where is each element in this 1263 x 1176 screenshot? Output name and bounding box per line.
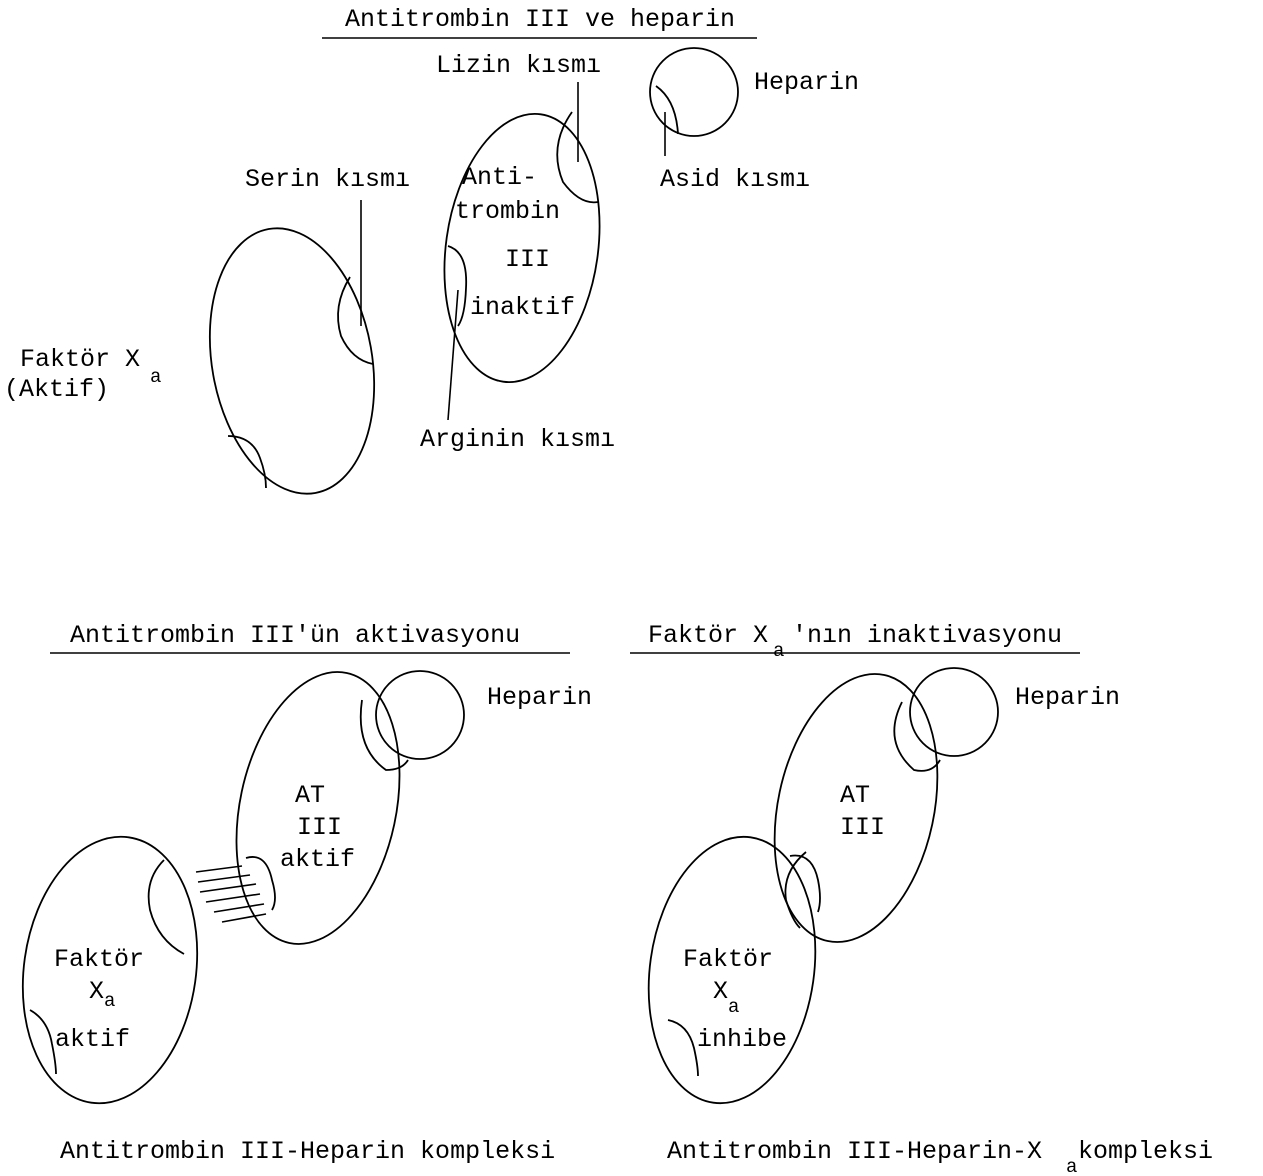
- at-left-line1: AT: [295, 781, 325, 810]
- right-title-sub: a: [773, 640, 784, 662]
- serin-site-arc: [337, 276, 374, 365]
- top-panel: Antitrombin III ve heparin Heparin Asid …: [4, 5, 859, 495]
- right-title-part1: Faktör X: [648, 621, 768, 650]
- top-panel-title: Antitrombin III ve heparin: [345, 5, 735, 34]
- arginin-label: Arginin kısmı: [420, 425, 615, 454]
- at-text-line3: III: [505, 245, 550, 274]
- faktor-xa-ellipse-right: [647, 835, 817, 1105]
- lysine-binding-arc-right: [893, 701, 941, 772]
- heparin-label-right: Heparin: [1015, 683, 1120, 712]
- serin-site-arc-right: [784, 851, 807, 929]
- at-text-line2: trombin: [455, 197, 560, 226]
- lysine-binding-arc-left: [359, 699, 409, 771]
- left-panel-title: Antitrombin III'ün aktivasyonu: [70, 621, 520, 650]
- at-right-line2: III: [840, 813, 885, 842]
- faktor-left-sub: a: [104, 990, 115, 1012]
- right-panel: Faktör X a 'nın inaktivasyonu Heparin AT…: [630, 621, 1213, 1176]
- left-caption: Antitrombin III-Heparin kompleksi: [60, 1137, 555, 1166]
- right-caption-part1: Antitrombin III-Heparin-X: [667, 1137, 1042, 1166]
- faktor-sub-top: a: [150, 366, 161, 388]
- aktif-label-top: (Aktif): [4, 375, 109, 404]
- heparin-label-left: Heparin: [487, 683, 592, 712]
- faktor-left-line3: aktif: [55, 1025, 130, 1054]
- heparin-label-top: Heparin: [754, 68, 859, 97]
- asid-label: Asid kısmı: [660, 165, 810, 194]
- interaction-hatching: [195, 865, 267, 923]
- faktor-lower-arc-left: [29, 1009, 57, 1075]
- at-ellipse-active: [235, 671, 401, 945]
- heparin-circle-right: [909, 667, 999, 757]
- at-ellipse-complex: [773, 673, 939, 943]
- faktor-left-x: X: [89, 977, 104, 1006]
- heparin-circle-left: [375, 670, 465, 760]
- at-right-line1: AT: [840, 781, 870, 810]
- at-text-line4: inaktif: [470, 293, 575, 322]
- faktor-right-x: X: [713, 977, 728, 1006]
- serin-label: Serin kısmı: [245, 165, 410, 194]
- arginin-site-arc-top: [447, 245, 468, 327]
- faktor-left-line1: Faktör: [54, 945, 144, 974]
- left-panel: Antitrombin III'ün aktivasyonu Heparin A…: [21, 621, 592, 1166]
- serin-site-arc-left: [147, 859, 185, 955]
- at-left-line2: III: [297, 813, 342, 842]
- faktor-lower-arc-right: [667, 1019, 699, 1077]
- faktor-xa-ellipse-left: [21, 835, 199, 1105]
- faktor-right-line1: Faktör: [683, 945, 773, 974]
- faktor-right-line3: inhibe: [697, 1025, 787, 1054]
- heparin-circle-top: [649, 47, 739, 137]
- faktor-label-top: Faktör X: [20, 345, 140, 374]
- right-title-part2: 'nın inaktivasyonu: [792, 621, 1062, 650]
- faktor-lower-arc-top: [227, 435, 267, 489]
- lizin-site-arc: [556, 111, 599, 204]
- at-text-line1: Anti-: [462, 163, 537, 192]
- at-left-line3: aktif: [280, 845, 355, 874]
- arginine-site-arc-left: [245, 856, 276, 911]
- lizin-label: Lizin kısmı: [436, 51, 601, 80]
- right-caption-part2: kompleksi: [1078, 1137, 1213, 1166]
- faktor-right-sub: a: [728, 996, 739, 1018]
- asid-site-arc: [655, 85, 679, 135]
- faktor-xa-ellipse-top: [208, 227, 376, 495]
- arginin-pointer: [447, 289, 459, 421]
- antitrombin-ellipse-inactive: [443, 112, 601, 384]
- right-caption-sub: a: [1066, 1156, 1077, 1176]
